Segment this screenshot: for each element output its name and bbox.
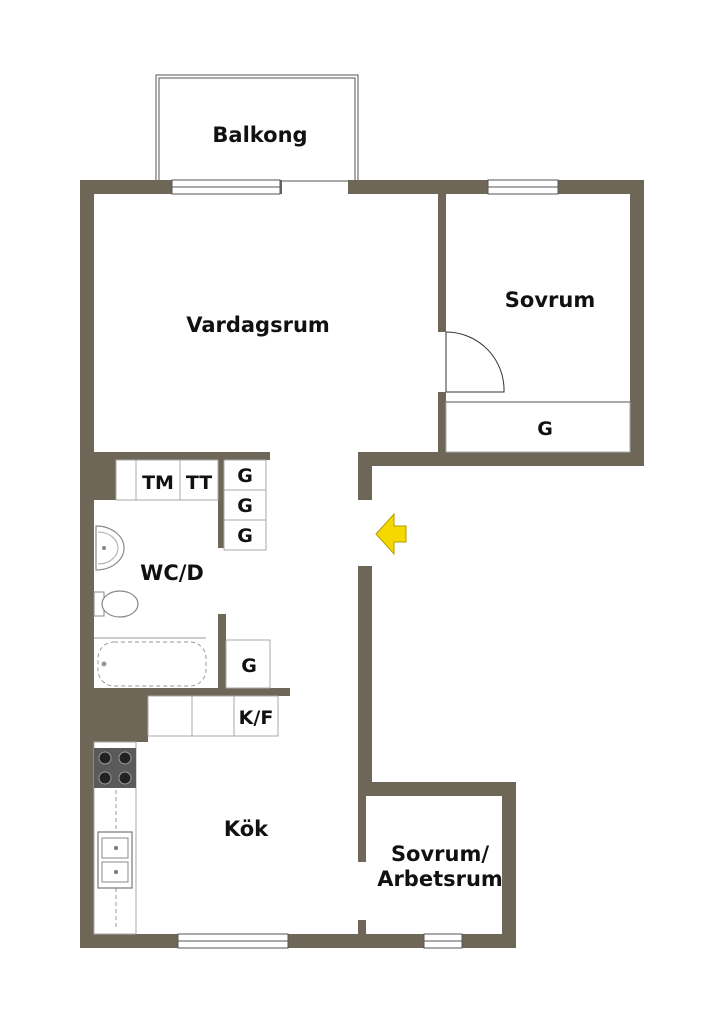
balcony [155,74,359,182]
living-room-label: Vardagsrum [186,313,330,337]
toilet-icon [93,590,139,618]
hall-wardrobe-1-label: G [237,465,253,487]
bath-wardrobe [225,639,271,689]
study-label-line1: Sovrum/ [391,842,489,866]
sink-icon [95,525,125,571]
bedroom-wardrobe [445,401,631,453]
dryer-label: TT [186,472,212,494]
hall-wardrobe-2-label: G [237,495,253,517]
walls [80,180,644,948]
bathtub-icon [94,637,207,687]
hall-wardrobe-3-label: G [237,525,253,547]
bedroom-label: Sovrum [505,288,595,312]
balcony-label: Balkong [212,123,307,147]
hall-wardrobes [223,459,267,551]
bathroom-label: WC/D [140,561,204,585]
stove-icon [94,748,136,788]
kitchen-cabinets-top [147,695,279,737]
windows [171,179,559,949]
washer-label: TM [142,472,174,494]
bedroom-wardrobe-label: G [537,418,553,440]
kitchen-label: Kök [224,817,269,841]
fridge-freezer-label: K/F [239,707,274,729]
kitchen-sink-icon [97,831,133,889]
entrance-arrow-icon [375,512,407,556]
study-label-line2: Arbetsrum [377,867,503,891]
bath-wardrobe-label: G [241,655,257,677]
bedroom-door [445,331,505,393]
laundry-cabinet [115,459,219,501]
